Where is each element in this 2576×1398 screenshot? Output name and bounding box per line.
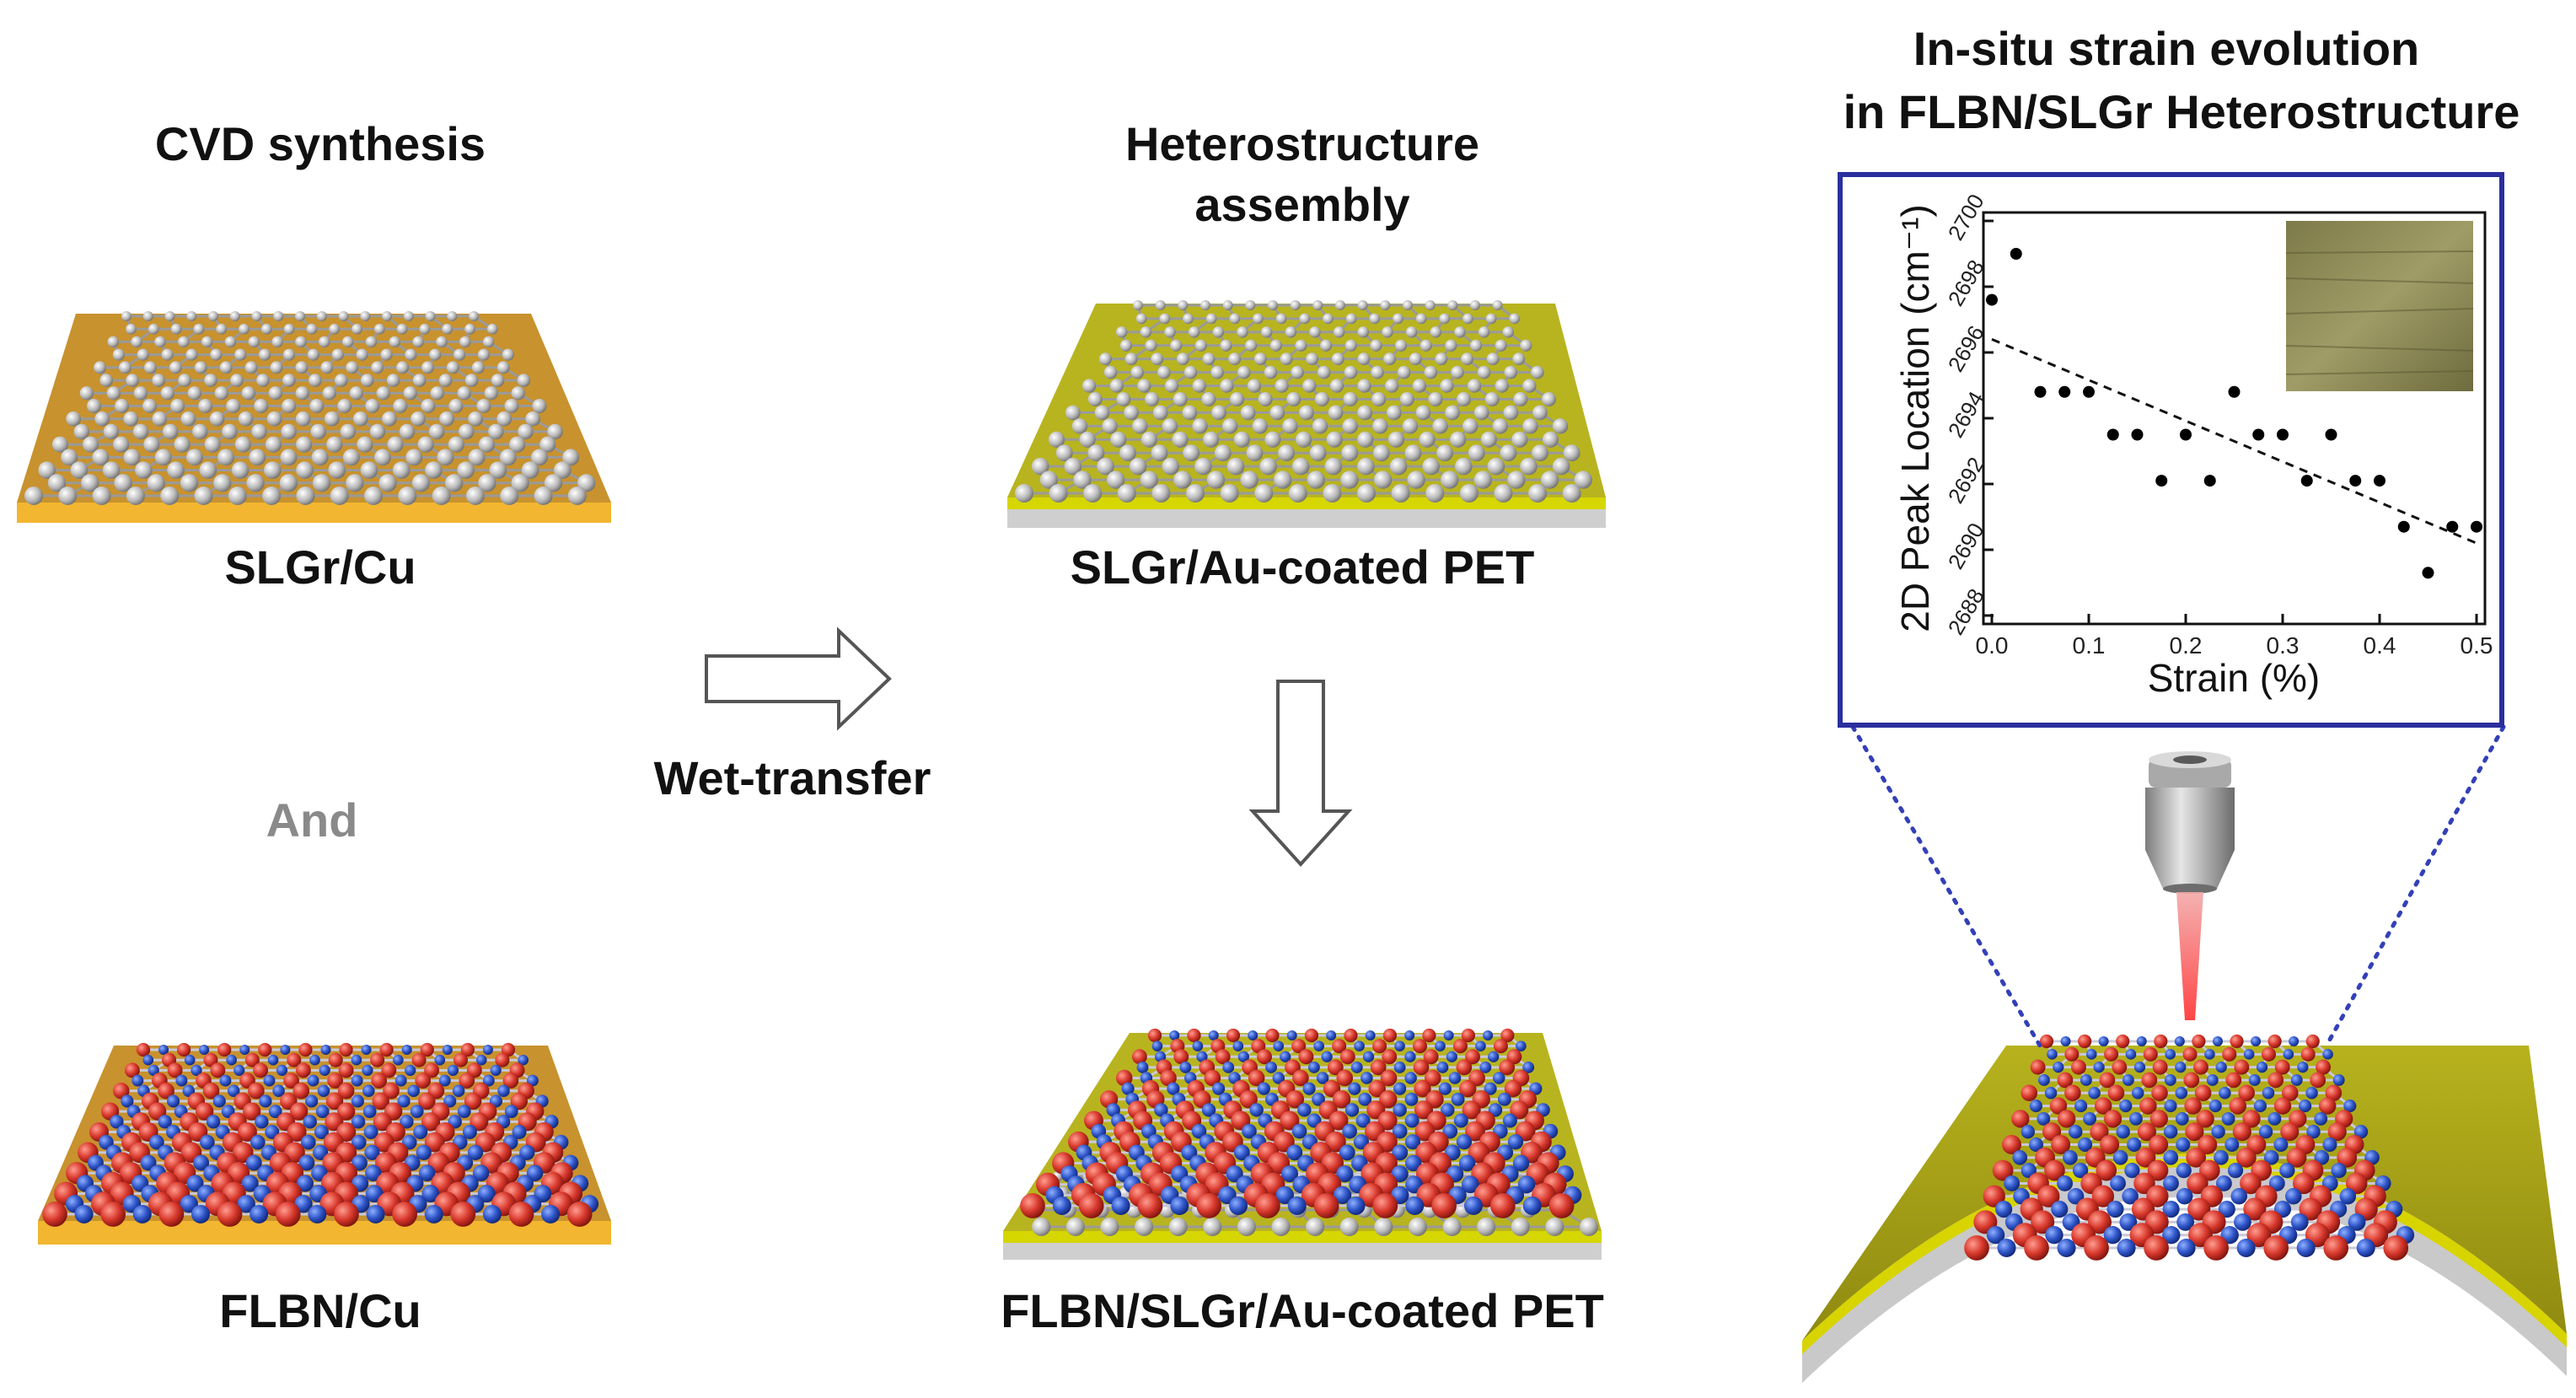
data-point [2203,475,2216,487]
data-point [2397,520,2410,533]
and-label: And [266,793,358,847]
x-axis-label: Strain (%) [2148,656,2320,700]
flbn-slgr-au-pet-label: FLBN/SLGr/Au-coated PET [1001,1284,1604,1337]
data-point [2374,475,2385,487]
flbn-cu-label: FLBN/Cu [219,1284,421,1337]
wet-transfer-label: Wet-transfer [653,751,931,804]
projection-line-left [1850,724,2042,1048]
slgr-au-pet-label: SLGr/Au-coated PET [1070,540,1535,594]
bent-heterostructure [1802,1034,2567,1383]
data-point [2349,475,2362,487]
x-tick-label: 0.1 [2073,632,2106,659]
flbn-slgr-au-pet-substrate [1003,1028,1602,1260]
data-point [2325,428,2337,441]
data-point [2155,475,2168,487]
data-point [2010,248,2022,260]
wet-transfer-arrow [705,626,892,731]
data-point [2471,520,2482,533]
x-tick-label: 0.5 [2461,632,2493,659]
x-tick-label: 0.0 [1976,632,2009,659]
hbn-lattice-bent [1964,1034,2415,1261]
micrograph-inset [2286,221,2473,391]
laser-beam [2176,892,2203,1020]
slgr-cu-label: SLGr/Cu [224,540,416,594]
insitu-title-line1: In-situ strain evolution [1913,22,2420,75]
data-point [2252,428,2265,441]
flbn-cu-substrate [38,1042,611,1245]
data-point [2228,385,2241,398]
y-axis-label: 2D Peak Location (cm⁻¹) [1893,204,1937,632]
data-point [2422,567,2434,579]
data-point [2131,428,2144,441]
micrograph-texture [2285,250,2474,375]
data-point [2106,428,2119,441]
data-point [2446,520,2459,533]
x-tick-label: 0.3 [2267,632,2300,659]
slgr-au-pet-substrate [1007,300,1606,528]
slgr-cu-substrate [17,311,611,523]
heterostructure-title-line2: assembly [1194,178,1410,231]
cvd-synthesis-title: CVD synthesis [154,117,486,170]
data-point [2058,385,2071,398]
x-tick-label: 0.4 [2364,632,2396,659]
hbn-lattice-flbn-slgr-au [1020,1028,1582,1218]
data-point [2300,475,2313,487]
fit-line [1991,338,2477,545]
x-tick-label: 0.2 [2170,632,2203,659]
insitu-title-line2: in FLBN/SLGr Heterostructure [1843,85,2520,138]
heterostructure-title-line1: Heterostructure [1124,117,1480,170]
projection-line-right [2324,724,2506,1048]
data-point [2277,428,2289,441]
data-point [2180,428,2192,441]
graphene-lattice-slgr-au [1015,300,1592,503]
objective-lens-icon [2145,751,2235,894]
data-point [2034,385,2047,398]
down-arrow [1248,680,1353,867]
data-point [2083,385,2095,398]
data-point [1986,293,1998,306]
graphene-lattice-slgr-cu [24,311,596,505]
hbn-lattice-flbn-cu [42,1042,599,1227]
